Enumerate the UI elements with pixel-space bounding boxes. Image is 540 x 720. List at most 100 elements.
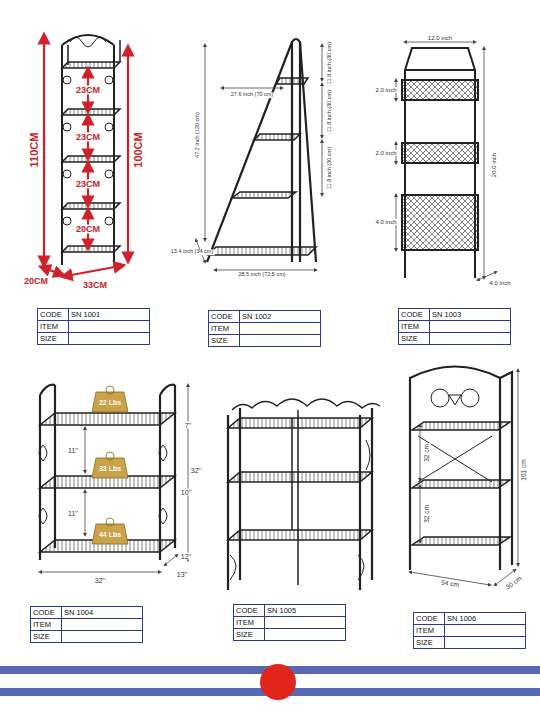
- table-cell: SIZE: [414, 637, 445, 648]
- dimension-label: 13.4 inch (34 cm): [170, 249, 215, 255]
- dimension-label: 47.2 inch (120 cm): [195, 111, 201, 159]
- table-cell: [430, 321, 510, 332]
- table-cell: CODE: [234, 605, 265, 616]
- table-row: ITEM: [209, 322, 320, 334]
- table-cell: CODE: [209, 311, 240, 322]
- table-text: ITEM: [211, 324, 229, 333]
- table-row: ITEM: [38, 320, 149, 332]
- table-row: SIZE: [414, 636, 525, 648]
- table-row: ITEM: [414, 624, 525, 636]
- table-cell: CODE: [399, 309, 430, 320]
- dimension-label: 12'': [180, 553, 192, 560]
- table-row: SIZE: [38, 332, 149, 344]
- dimension-label: 33CM: [82, 281, 108, 290]
- table-text: ITEM: [236, 618, 254, 627]
- dimension-label: 2.0 inch: [374, 87, 397, 93]
- table-cell: [69, 333, 149, 344]
- table-cell: ITEM: [31, 619, 62, 630]
- dimension-label: 7'': [184, 422, 193, 429]
- dimension-label: 11.8 inch (30 cm): [327, 41, 333, 85]
- table-text: ITEM: [33, 620, 51, 629]
- dimension-label: 32'': [94, 577, 106, 584]
- table-text: SN 1001: [71, 310, 100, 319]
- table-text: CODE: [236, 606, 258, 615]
- table-text: SIZE: [416, 638, 433, 647]
- dimension-label: 10'': [180, 489, 192, 496]
- table-cell: ITEM: [209, 323, 240, 334]
- dimension-label: 11.8 inch (30 cm): [327, 146, 333, 190]
- table-cell: ITEM: [234, 617, 265, 628]
- table-row: CODE SN 1001: [38, 309, 149, 320]
- spec-table: CODE SN 1006ITEM SIZE: [413, 612, 526, 649]
- dimension-label: 4.0 inch: [374, 219, 397, 225]
- table-cell: SN 1006: [445, 613, 525, 624]
- table-row: CODE SN 1005: [234, 605, 345, 616]
- table-text: CODE: [211, 312, 233, 321]
- dimension-label: 4.0 inch: [488, 280, 511, 286]
- table-cell: [240, 323, 320, 334]
- table-row: ITEM: [31, 618, 142, 630]
- table-text: SIZE: [236, 630, 253, 639]
- dimension-label: 32 cm: [424, 504, 431, 524]
- table-cell: CODE: [414, 613, 445, 624]
- table-text: SIZE: [40, 334, 57, 343]
- table-row: SIZE: [399, 332, 510, 344]
- table-cell: [265, 629, 345, 640]
- spec-table: CODE SN 1001ITEM SIZE: [37, 308, 150, 345]
- dimension-label: 20.0 inch: [491, 152, 497, 178]
- dimension-label: 30 cm: [504, 575, 524, 592]
- table-row: CODE SN 1006: [414, 613, 525, 624]
- dimension-label: 32'': [190, 467, 202, 474]
- table-cell: [445, 625, 525, 636]
- table-cell: CODE: [38, 309, 69, 320]
- table-cell: [240, 335, 320, 346]
- dimension-label: 23CM: [75, 86, 101, 95]
- dimension-label: 100CM: [133, 131, 144, 168]
- dimension-label: 2.0 inch: [374, 150, 397, 156]
- table-text: CODE: [416, 614, 438, 623]
- table-cell: [430, 333, 510, 344]
- table-cell: ITEM: [399, 321, 430, 332]
- dimension-label: 11'': [67, 510, 79, 517]
- table-row: CODE SN 1002: [209, 311, 320, 322]
- spec-table: CODE SN 1004ITEM SIZE: [30, 606, 143, 643]
- table-text: ITEM: [40, 322, 58, 331]
- spec-table: CODE SN 1005ITEM SIZE: [233, 604, 346, 641]
- spec-table: CODE SN 1002ITEM SIZE: [208, 310, 321, 347]
- table-cell: SN 1005: [265, 605, 345, 616]
- dimension-label: 54 cm: [440, 579, 460, 588]
- dimension-label: 11'': [67, 447, 79, 454]
- spec-table: CODE SN 1003ITEM SIZE: [398, 308, 511, 345]
- table-cell: [265, 617, 345, 628]
- table-text: SN 1006: [447, 614, 476, 623]
- dimension-label: 44 Lbs: [98, 531, 122, 538]
- table-cell: SIZE: [399, 333, 430, 344]
- table-text: SIZE: [401, 334, 418, 343]
- table-text: SN 1004: [64, 608, 93, 617]
- table-cell: SIZE: [38, 333, 69, 344]
- table-text: SIZE: [33, 632, 50, 641]
- table-text: SN 1002: [242, 312, 271, 321]
- table-row: SIZE: [31, 630, 142, 642]
- table-text: CODE: [33, 608, 55, 617]
- dimension-label: 11.8 inch (30 cm): [327, 89, 333, 133]
- table-cell: SN 1003: [430, 309, 510, 320]
- dimension-label: 27.6 inch (70 cm): [230, 92, 275, 98]
- table-cell: [62, 619, 142, 630]
- table-cell: ITEM: [414, 625, 445, 636]
- table-row: SIZE: [209, 334, 320, 346]
- table-text: SIZE: [211, 336, 228, 345]
- table-row: ITEM: [399, 320, 510, 332]
- table-cell: SN 1004: [62, 607, 142, 618]
- table-text: CODE: [401, 310, 423, 319]
- dimension-label: 13'': [176, 571, 188, 578]
- table-text: CODE: [40, 310, 62, 319]
- table-row: CODE SN 1004: [31, 607, 142, 618]
- table-cell: [445, 637, 525, 648]
- dimension-label: 20CM: [23, 277, 49, 286]
- table-text: ITEM: [401, 322, 419, 331]
- table-cell: [69, 321, 149, 332]
- dimension-label: 101 cm: [521, 458, 528, 481]
- dimension-label: 32 cm: [424, 443, 431, 463]
